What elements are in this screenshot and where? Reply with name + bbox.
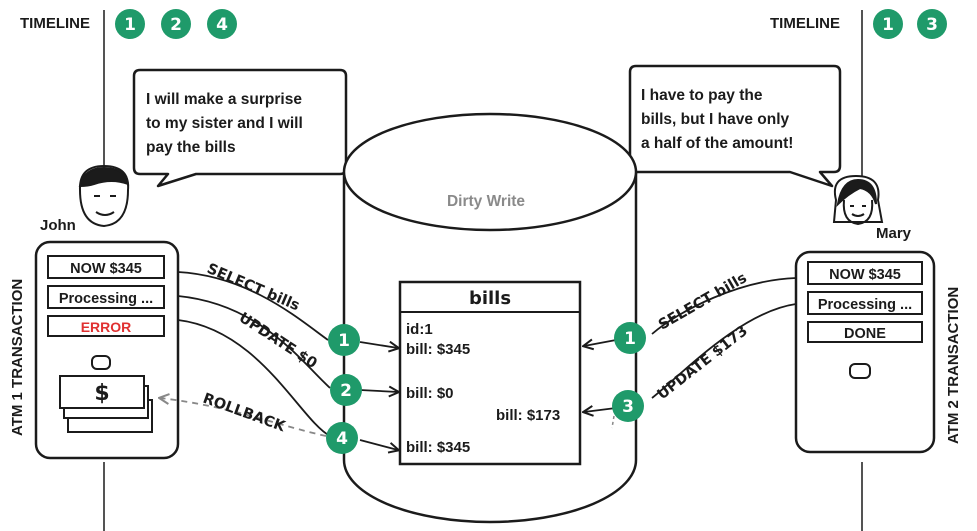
john-step4-arrow [359, 439, 398, 450]
svg-text:3: 3 [622, 397, 634, 417]
atm-2: NOW $345 Processing ... DONE [794, 250, 936, 454]
dollar-sign: $ [94, 381, 109, 406]
john-update-line [177, 295, 331, 389]
bills-table-row-345-restored: bill: $345 [406, 439, 470, 456]
john-step-marker-1: 1 [328, 324, 360, 356]
atm-1-title: ATM 1 TRANSACTION [9, 279, 26, 436]
mary-select-label: SELECT bills [656, 270, 750, 333]
svg-text:3: 3 [926, 15, 938, 35]
atm-2-balance-text: NOW $345 [829, 267, 901, 283]
mary-avatar [832, 174, 884, 226]
svg-text:4: 4 [336, 429, 348, 449]
bills-table: bills id:1 bill: $345 bill: $0 bill: $17… [398, 280, 582, 466]
mary-flow-lines [584, 277, 797, 412]
mary-name: Mary [876, 225, 912, 242]
mary-speech-bubble: I have to pay the bills, but I have only… [628, 64, 842, 188]
mary-select-line [651, 277, 797, 335]
atm-1-screen-processing [47, 285, 165, 309]
atm-2-title: ATM 2 TRANSACTION [945, 287, 962, 444]
john-avatar [78, 164, 130, 228]
atm-1-card-slot [91, 355, 111, 370]
atm-1-screen-balance [47, 255, 165, 279]
bills-table-id: id:1 [406, 321, 433, 338]
john-step-marker-4: 4 [326, 422, 358, 454]
john-speech-line-2: to my sister and I will [146, 115, 303, 132]
bills-table-row-173: bill: $173 [496, 407, 560, 424]
svg-text:2: 2 [340, 381, 352, 401]
john-update-label: UPDATE $0 [236, 310, 320, 372]
svg-text:1: 1 [882, 15, 894, 35]
cash-stack-icon: $ [59, 375, 153, 433]
mary-dotted-tail [611, 415, 615, 429]
atm-2-done-text: DONE [844, 326, 886, 342]
svg-text:4: 4 [216, 15, 228, 35]
left-timeline-step-4: 4 [207, 9, 237, 39]
mary-step3-arrow [584, 408, 617, 412]
bills-table-title: bills [469, 288, 511, 309]
mary-step1-arrow [584, 340, 617, 346]
atm-1-screen-error [47, 315, 165, 337]
mary-update-label: UPDATE $173 [655, 323, 751, 403]
john-flow-lines [177, 271, 398, 450]
svg-text:1: 1 [124, 15, 136, 35]
atm-1-balance-text: NOW $345 [70, 261, 142, 277]
atm-1-processing-text: Processing ... [59, 291, 153, 307]
john-speech-bubble: I will make a surprise to my sister and … [132, 68, 348, 188]
john-speech-line-1: I will make a surprise [146, 91, 302, 108]
mary-step-marker-3: 3 [612, 390, 644, 422]
john-name: John [40, 217, 76, 234]
john-step2-arrow [359, 390, 398, 392]
rollback-dashed-arrow [160, 398, 327, 437]
atm-2-screen-done [807, 321, 923, 343]
right-timeline-label: TIMELINE [770, 15, 840, 32]
left-timeline-step-2: 2 [161, 9, 191, 39]
atm-1: NOW $345 Processing ... ERROR $ [34, 240, 180, 460]
mary-speech-line-2: bills, but I have only [641, 111, 790, 128]
john-step4-line [177, 319, 331, 437]
mary-update-line [651, 303, 797, 399]
database-label: Dirty Write [447, 193, 525, 210]
svg-text:1: 1 [338, 331, 350, 351]
right-timeline-step-3: 3 [917, 9, 947, 39]
john-rollback-label: ROLLBACK [201, 391, 288, 436]
mary-step-marker-1: 1 [614, 322, 646, 354]
mary-speech-line-1: I have to pay the [641, 87, 763, 104]
john-select-line [177, 271, 329, 341]
atm-1-error-text: ERROR [81, 319, 132, 335]
atm-2-screen-balance [807, 261, 923, 285]
atm-2-processing-text: Processing ... [818, 297, 912, 313]
bills-table-row-0: bill: $0 [406, 385, 454, 402]
left-timeline-label: TIMELINE [20, 15, 90, 32]
right-timeline-step-1: 1 [873, 9, 903, 39]
left-timeline-step-1: 1 [115, 9, 145, 39]
john-speech-line-3: pay the bills [146, 139, 236, 156]
svg-text:2: 2 [170, 15, 182, 35]
john-step1-arrow [359, 342, 398, 348]
bills-table-row-345-initial: bill: $345 [406, 341, 470, 358]
left-timeline: TIMELINE 1 2 4 [20, 9, 237, 531]
john-select-label: SELECT bills [204, 261, 301, 314]
svg-text:1: 1 [624, 329, 636, 349]
database-top [342, 112, 638, 232]
john-step-marker-2: 2 [330, 374, 362, 406]
atm-2-screen-processing [807, 291, 923, 315]
mary-speech-line-3: a half of the amount! [641, 135, 793, 152]
atm-2-card-slot [849, 363, 871, 379]
right-timeline: TIMELINE 1 3 [770, 9, 947, 531]
